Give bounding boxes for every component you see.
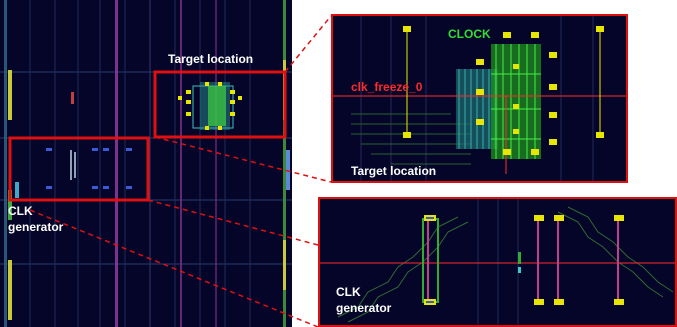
clk-generator-zoom-label-line2: generator — [336, 301, 392, 315]
clock-net-label: CLOCK — [448, 27, 491, 41]
clk-freeze-net-label: clk_freeze_0 — [351, 80, 423, 94]
target-zoom-panel: CLOCK clk_freeze_0 Target location — [331, 14, 628, 183]
clk-generator-cluster-overview — [15, 92, 132, 198]
target-zoom-graphic — [331, 14, 628, 183]
target-zoom-label: Target location — [351, 164, 437, 178]
device-overview-graphic — [0, 0, 292, 327]
device-overview-panel: Target location — [0, 0, 292, 327]
clk-generator-label-line1: CLK — [8, 204, 33, 218]
clk-generator-zoom-label-line1: CLK — [336, 285, 361, 299]
clk-gen-highlight-box — [8, 136, 150, 202]
target-location-label: Target location — [168, 52, 254, 66]
clk-generator-zoom-panel: CLK generator — [318, 197, 677, 327]
clk-generator-zoom-graphic — [318, 197, 677, 327]
target-cluster-overview — [178, 82, 242, 130]
clk-generator-label-line2: generator — [8, 220, 64, 234]
